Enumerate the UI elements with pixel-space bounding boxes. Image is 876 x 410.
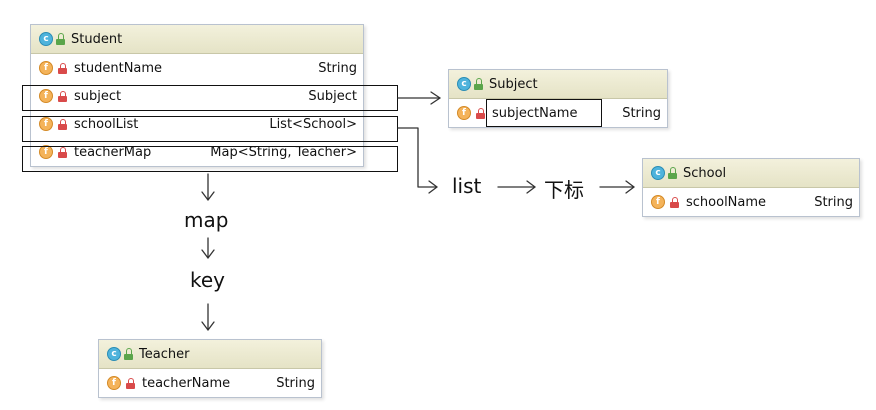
class-icon: c [39,32,53,46]
arrow-index-to-school-head [625,180,635,194]
field-row-studentName[interactable]: f studentName String [31,54,363,82]
field-row-subject[interactable]: f subject Subject [31,82,363,110]
field-type: List<School> [269,116,357,132]
class-header-teacher[interactable]: c Teacher [99,340,321,369]
private-lock-icon [58,90,67,102]
arrow-schoollist-head [428,180,438,194]
private-lock-icon [58,146,67,158]
private-lock-icon [670,196,679,208]
class-header-school[interactable]: c School [643,159,859,188]
field-type: String [276,375,315,391]
field-icon: f [457,106,471,120]
field-icon: f [39,89,53,103]
public-visibility-icon [668,167,678,179]
field-icon: f [39,117,53,131]
class-name: School [683,165,727,181]
field-row-schoolName[interactable]: f schoolName String [643,188,859,216]
arrow-map-to-key-head [201,249,215,259]
class-header-student[interactable]: c Student [31,25,363,54]
field-type: Subject [308,88,357,104]
arrow-schoollist-line [397,127,438,188]
arrow-subject-head [430,91,441,105]
field-type: String [318,60,357,76]
class-name: Teacher [139,346,190,362]
field-name: schoolName [686,194,767,210]
class-name: Subject [489,76,538,92]
public-visibility-icon [474,78,484,90]
arrow-list-to-index-head [526,180,536,194]
private-lock-icon [476,107,485,119]
class-box-subject[interactable]: c Subject f subjectName String [448,69,668,128]
field-name: subject [74,88,122,104]
field-type: String [814,194,853,210]
field-name: teacherName [142,375,231,391]
label-key: key [190,268,226,292]
private-lock-icon [58,62,67,74]
class-icon: c [651,166,665,180]
field-name: subjectName [492,105,578,121]
field-icon: f [651,195,665,209]
label-list: list [452,174,482,198]
class-icon: c [107,347,121,361]
class-header-subject[interactable]: c Subject [449,70,667,99]
class-box-teacher[interactable]: c Teacher f teacherName String [98,339,322,398]
field-type: Map<String, Teacher> [210,144,357,160]
public-visibility-icon [56,33,66,45]
private-lock-icon [126,377,135,389]
class-box-school[interactable]: c School f schoolName String [642,158,860,217]
public-visibility-icon [124,348,134,360]
field-name: schoolList [74,116,139,132]
field-row-teacherMap[interactable]: f teacherMap Map<String, Teacher> [31,138,363,166]
field-row-teacherName[interactable]: f teacherName String [99,369,321,397]
class-icon: c [457,77,471,91]
class-name: Student [71,31,123,47]
field-type: String [622,105,661,121]
class-box-student[interactable]: c Student f studentName String f subject… [30,24,364,167]
label-index: 下标 [544,178,584,202]
field-name: studentName [74,60,163,76]
arrow-teachermap-to-map-head [201,191,215,201]
field-icon: f [39,61,53,75]
private-lock-icon [58,118,67,130]
arrow-key-to-teacher-head [201,321,215,331]
field-icon: f [107,376,121,390]
label-map: map [184,208,229,232]
field-icon: f [39,145,53,159]
field-row-schoolList[interactable]: f schoolList List<School> [31,110,363,138]
field-row-subjectName[interactable]: f subjectName String [449,99,667,127]
field-name: teacherMap [74,144,152,160]
